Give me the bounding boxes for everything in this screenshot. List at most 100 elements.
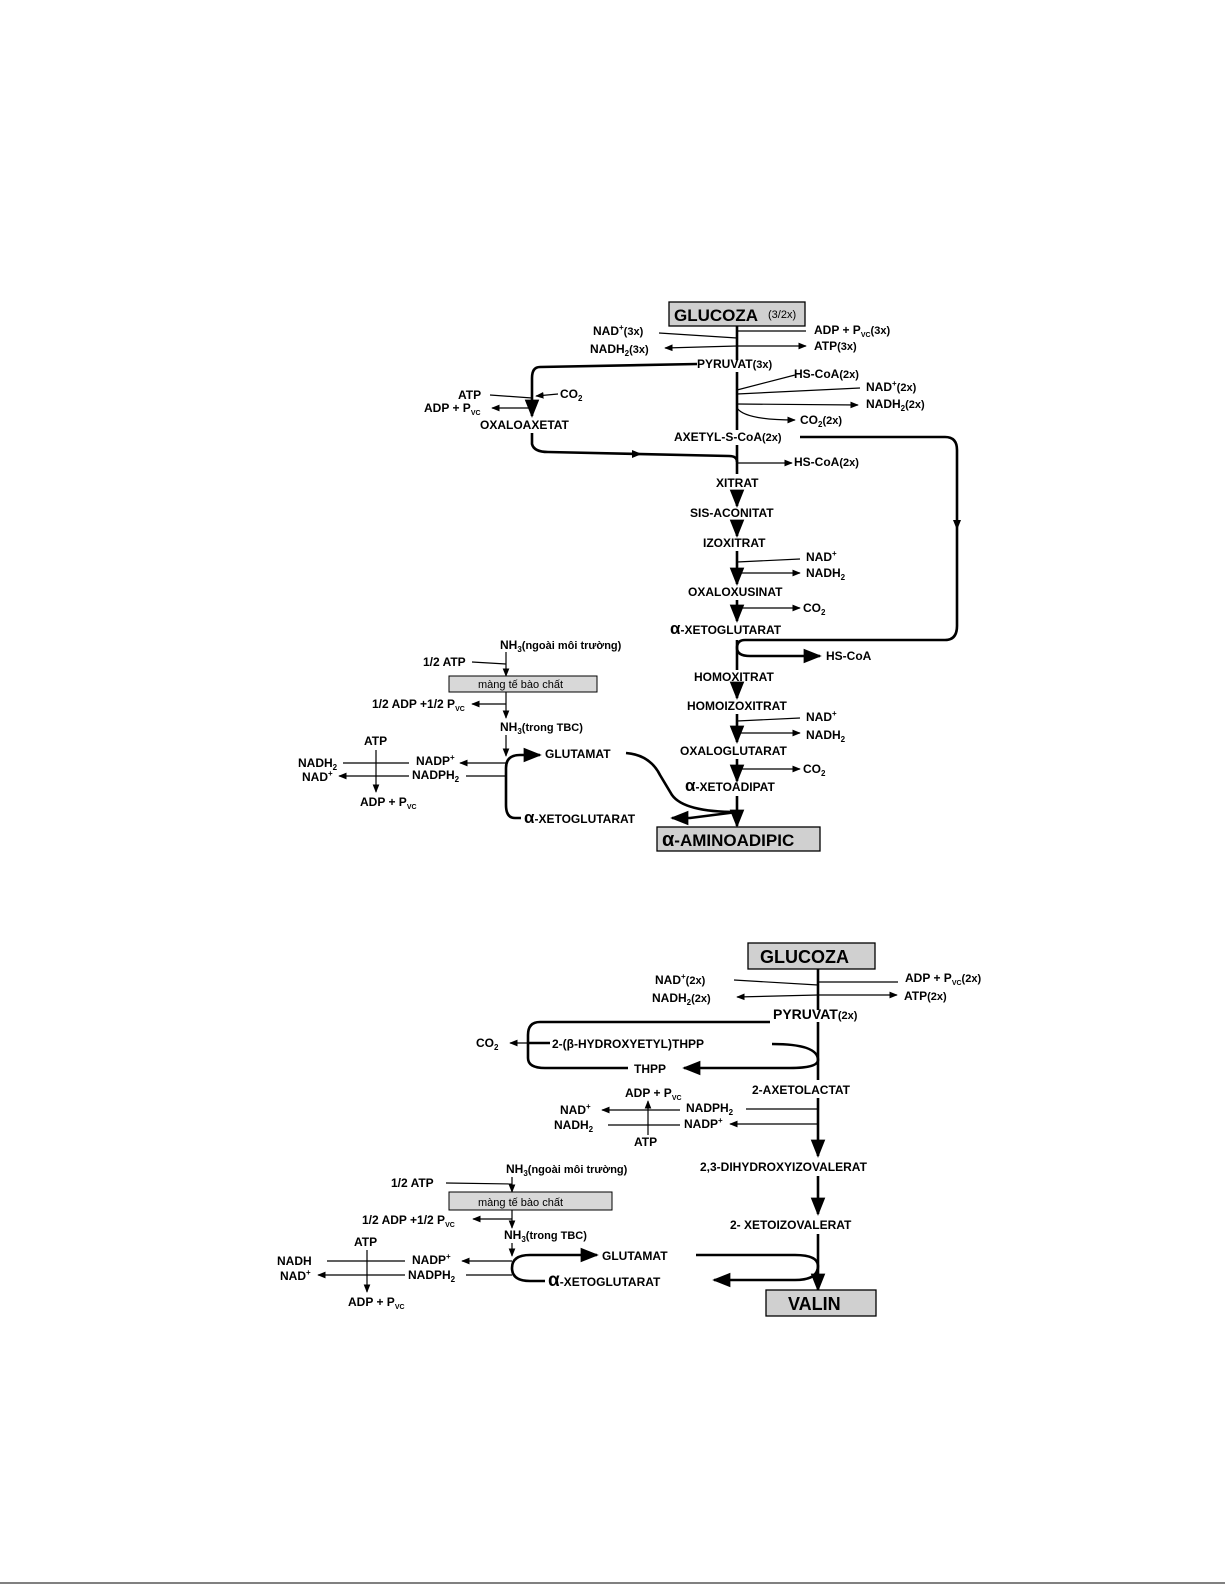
xetoglutarat-to-glutamat-2	[510, 1247, 599, 1283]
glutamat-label-1: GLUTAMAT	[545, 747, 611, 761]
nad-b-line	[736, 717, 801, 722]
cof-nadh-label-2: NADH	[277, 1254, 312, 1268]
half-atp-label-1: 1/2 ATP	[423, 655, 466, 669]
left-co2-line	[535, 391, 559, 399]
nh3-out-label-2: NH3(ngoài môi trường)	[506, 1162, 628, 1178]
left-atp-label: ATP	[458, 388, 481, 402]
membrane-box-2	[448, 1191, 613, 1211]
pyruvat-label-2: PYRUVAT(2x)	[773, 1006, 858, 1022]
aminoadipic-box	[656, 826, 821, 852]
nadh2-out-line-2	[736, 401, 859, 409]
cof-nadph2-label-1: NADPH2	[412, 768, 460, 784]
nadh2-out-line-1	[664, 344, 738, 352]
adp-label-1: ADP + PVC(3x)	[814, 323, 890, 339]
left-atp-line	[489, 394, 533, 399]
spine-to-thpp	[682, 1059, 820, 1076]
axetolactat-label: 2-AXETOLACTAT	[752, 1083, 851, 1097]
co2-a-label: CO2	[803, 601, 826, 617]
r-nadh2-label: NADH2	[554, 1118, 594, 1134]
xetoadipat-label: α-XETOADIPAT	[685, 776, 775, 795]
nadh2-label-1: NADH2(3x)	[590, 342, 649, 358]
cof-atp-label-1: ATP	[364, 734, 387, 748]
co2-label-1: CO2(2x)	[800, 413, 842, 429]
r-nadph2-label: NADPH2	[686, 1101, 734, 1117]
membrane-label-2: màng tế bào chất	[478, 1197, 563, 1209]
thpp-label: THPP	[634, 1062, 666, 1076]
aminoadipic-label: α-AMINOADIPIC	[662, 829, 794, 851]
hscoa-loop-label: HS-CoA	[826, 649, 872, 663]
half-adp-label-1: 1/2 ADP +1/2 PVC	[372, 697, 465, 713]
glucoza-mult-1: (3/2x)	[768, 309, 796, 321]
glutamat-to-spine-2	[696, 1253, 820, 1267]
adp-label-2: ADP + PVC(2x)	[905, 971, 981, 987]
sis-aconitat-label: SIS-ACONITAT	[690, 506, 774, 520]
hydroxyetyl-label: 2-(β-HYDROXYETYL)THPP	[552, 1037, 704, 1051]
axetyl-label: AXETYL-S-CoA(2x)	[674, 430, 782, 444]
cof-nad-label-2: NAD+	[280, 1268, 311, 1283]
spine-to-xetoglutarat-2	[712, 1265, 820, 1288]
nadh2-label-3: NADH2(2x)	[652, 991, 711, 1007]
nadh2-out-line-3	[736, 993, 819, 1001]
nad-in-line-3	[733, 979, 819, 986]
nad-b-label: NAD+	[806, 709, 837, 724]
homoxitrat-label: HOMOXITRAT	[694, 670, 774, 684]
atp-label-2: ATP(2x)	[904, 989, 947, 1003]
glutamat-to-spine	[625, 751, 738, 814]
oxaloaxetat-label: OXALOAXETAT	[480, 418, 570, 432]
cof-nadp-label-2: NADP+	[412, 1252, 451, 1267]
xitrat-label: XITRAT	[716, 476, 759, 490]
cof-nadh2-label-1: NADH2	[298, 756, 338, 772]
r-nad-label: NAD+	[560, 1102, 591, 1117]
co2-b-label: CO2	[803, 762, 826, 778]
oxaloglutarat-label: OXALOGLUTARAT	[680, 744, 788, 758]
membrane-box-1	[448, 675, 598, 693]
xetoglutarat2-label: α-XETOGLUTARAT	[524, 808, 636, 827]
hscoa-out-label: HS-CoA(2x)	[794, 455, 859, 469]
cof-nad-label-1: NAD+	[302, 769, 333, 784]
valin-label: VALIN	[788, 1294, 841, 1314]
spine-to-xetoglutarat	[670, 810, 738, 826]
co2-label-2: CO2	[476, 1036, 499, 1052]
homoizoxitrat-label: HOMOIZOXITRAT	[687, 699, 787, 713]
r-atp-label: ATP	[634, 1135, 657, 1149]
glutamat-label-2: GLUTAMAT	[602, 1249, 668, 1263]
cof-nadp-label-1: NADP+	[416, 753, 455, 768]
hydroxyetyl-to-spine	[771, 1042, 820, 1061]
atp-label-1: ATP(3x)	[814, 339, 857, 353]
cof-nadph2-label-2: NADPH2	[408, 1268, 456, 1284]
glucoza-box-2	[747, 942, 876, 970]
pyruvat-label-1: PYRUVAT(3x)	[697, 357, 772, 371]
valin-box	[765, 1289, 877, 1317]
oxaloxusinat-label: OXALOXUSINAT	[688, 585, 783, 599]
pyruvat-to-oxaloaxetat	[524, 362, 698, 418]
r-adp-label: ADP + PVC	[625, 1086, 682, 1102]
left-co2-label: CO2	[560, 387, 583, 403]
valine-pathway-diagram: GLUCOZA NAD+(2x) NADH2(2x) ADP + PVC(2x)…	[277, 942, 981, 1317]
nad-label-1: NAD+(3x)	[593, 323, 644, 338]
nadh2-b-label: NADH2	[806, 728, 846, 744]
nad-label-3: NAD+(2x)	[655, 972, 706, 987]
nh3-in-label-2: NH3(trong TBC)	[504, 1228, 587, 1244]
nad-in-line-2	[736, 387, 861, 395]
r-nadp-label: NADP+	[684, 1116, 723, 1131]
cof-adp-label-2: ADP + PVC	[348, 1295, 405, 1311]
lysine-pathway-diagram: GLUCOZA (3/2x) NAD+(3x) NADH2(3x) ADP + …	[298, 301, 961, 852]
glucoza-label-1: GLUCOZA	[674, 306, 758, 325]
hscoa-in-line	[736, 374, 796, 391]
xetoglutarat-to-glutamat	[504, 747, 542, 820]
arrowhead-oxaloaxetat	[632, 450, 642, 458]
arrowhead-loop	[953, 520, 961, 530]
xetoglutarat-label-2: α-XETOGLUTARAT	[548, 1270, 661, 1291]
nad-in-line-1	[658, 332, 738, 339]
hscoa-in-label: HS-CoA(2x)	[794, 367, 859, 381]
nh3-out-label-1: NH3(ngoài môi trường)	[500, 638, 622, 654]
glucoza-label-2: GLUCOZA	[760, 947, 849, 967]
nad-a-line	[736, 558, 801, 563]
left-adp-label: ADP + PVC	[424, 401, 481, 417]
nadh2-label-2: NADH2(2x)	[866, 397, 925, 413]
co2-out-line-1	[736, 407, 796, 424]
half-atp-label-2: 1/2 ATP	[391, 1176, 434, 1190]
half-adp-label-2: 1/2 ADP +1/2 PVC	[362, 1213, 455, 1229]
membrane-label-1: màng tế bào chất	[478, 679, 563, 691]
